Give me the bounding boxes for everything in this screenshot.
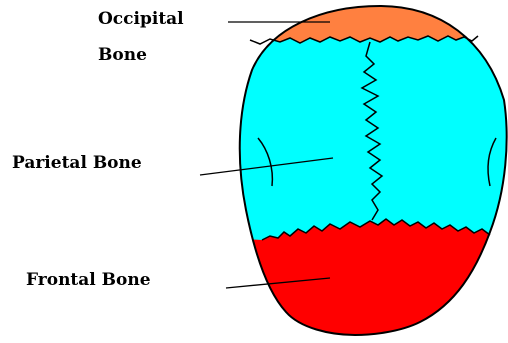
occipital-label-line1: Occipital <box>98 8 184 30</box>
parietal-label: Parietal Bone <box>12 152 142 174</box>
frontal-label: Frontal Bone <box>26 269 151 291</box>
occipital-label-line2: Bone <box>98 44 147 66</box>
